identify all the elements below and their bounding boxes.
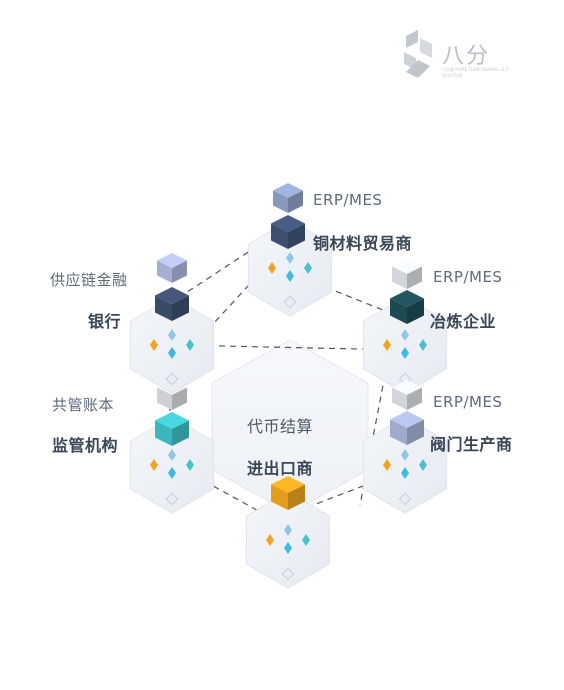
node-glyph-icon	[168, 449, 176, 461]
node-glyph-icon	[284, 524, 292, 536]
node-glyph-icon	[168, 329, 176, 341]
copper-top-cube	[273, 183, 303, 213]
node-glyph-icon	[286, 270, 294, 282]
valve-top-cube	[392, 380, 422, 410]
node-glyph-icon	[302, 534, 310, 546]
smelter-node-label: 冶炼企业	[430, 312, 497, 331]
smelter-bottom-cube	[390, 290, 424, 324]
connection-line	[174, 464, 276, 521]
bank-bottom-cube	[155, 287, 189, 321]
node-glyph-icon	[401, 449, 409, 461]
valve-bottom-cube	[390, 411, 424, 445]
regulator-top-label: 共管账本	[52, 396, 115, 414]
node-glyph-icon	[186, 339, 194, 351]
bank-top-label: 供应链金融	[50, 271, 128, 289]
node-glyph-icon	[284, 542, 292, 554]
copper-node-label: 铜材料贸易商	[313, 234, 413, 253]
valve-node-label: 阀门生产商	[430, 435, 513, 454]
node-glyph-icon	[168, 347, 176, 359]
node-glyph-icon	[383, 459, 391, 471]
bank-node-label: 银行	[88, 312, 122, 331]
node-base-icon	[283, 295, 297, 309]
node-glyph-icon	[401, 467, 409, 479]
node-glyph-icon	[419, 339, 427, 351]
node-glyph-icon	[401, 347, 409, 359]
node-glyph-icon	[186, 459, 194, 471]
logo-wordmark: 八分	[442, 44, 491, 69]
smelter-top-label: ERP/MES	[433, 268, 503, 286]
node-glyph-icon	[304, 262, 312, 274]
trade-node-label: 进出口商	[247, 459, 314, 478]
node-base-icon	[165, 372, 179, 386]
smelter-top-cube	[392, 259, 422, 289]
node-glyph-icon	[266, 534, 274, 546]
copper-hexagon	[247, 219, 333, 317]
node-base-icon	[398, 492, 412, 506]
bank-hexagon	[129, 296, 215, 394]
node-glyph-icon	[419, 459, 427, 471]
copper-bottom-cube	[271, 215, 305, 249]
bafenliang-logo: 八分 八分量 MORE THAN SHARING IS A SOLUTION	[400, 30, 520, 84]
trade-bottom-cube	[271, 476, 305, 510]
node-glyph-icon	[286, 252, 294, 264]
smelter-hexagon	[362, 296, 448, 394]
copper-top-label: ERP/MES	[313, 191, 383, 209]
node-glyph-icon	[168, 467, 176, 479]
logo-mark-icon	[404, 30, 432, 78]
center-settlement-label: 代币结算	[247, 417, 314, 436]
node-base-icon	[281, 567, 295, 581]
node-glyph-icon	[401, 329, 409, 341]
connection-line	[294, 469, 406, 513]
node-glyph-icon	[150, 459, 158, 471]
regulator-bottom-cube	[155, 412, 189, 446]
regulator-node-label: 监管机构	[52, 436, 119, 455]
regulator-hexagon	[129, 416, 215, 514]
node-glyph-icon	[268, 262, 276, 274]
node-glyph-icon	[150, 339, 158, 351]
valve-top-label: ERP/MES	[433, 393, 503, 411]
valve-hexagon	[362, 416, 448, 514]
node-glyph-icon	[383, 339, 391, 351]
logo-tagline: 八分量 MORE THAN SHARING IS A SOLUTION	[442, 67, 509, 78]
trade-hexagon	[245, 491, 331, 589]
bank-top-cube	[157, 253, 187, 283]
node-base-icon	[165, 492, 179, 506]
